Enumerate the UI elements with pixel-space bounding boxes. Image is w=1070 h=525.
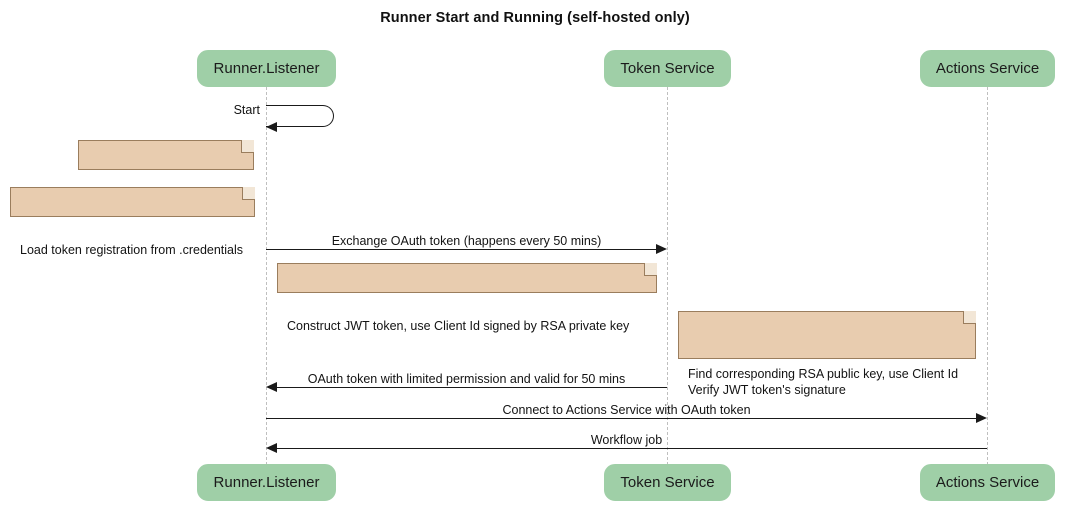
participant-token-top[interactable]: Token Service (604, 50, 731, 87)
message-exchange-oauth-arrowhead (656, 244, 667, 254)
participant-label: Token Service (620, 60, 715, 77)
participant-runner-bottom[interactable]: Runner.Listener (197, 464, 336, 501)
participant-label: Runner.Listener (213, 474, 320, 491)
note-load-config: Load config info from .runner (78, 140, 254, 210)
note-text: Load token registration from .credential… (20, 243, 244, 257)
participant-label: Runner.Listener (213, 60, 320, 77)
message-connect-actions-label: Connect to Actions Service with OAuth to… (502, 403, 751, 417)
message-start-label: Start (233, 103, 260, 117)
participant-label: Token Service (620, 474, 715, 491)
participant-actions-bottom[interactable]: Actions Service (920, 464, 1055, 501)
message-oauth-return-line (277, 387, 667, 388)
participant-actions-top[interactable]: Actions Service (920, 50, 1055, 87)
note-fold-icon (241, 140, 254, 153)
note-fold-icon (644, 263, 657, 276)
note-text: Construct JWT token, use Client Id signe… (287, 319, 630, 333)
note-fold-icon (242, 187, 255, 200)
participant-runner-top[interactable]: Runner.Listener (197, 50, 336, 87)
message-exchange-oauth-label: Exchange OAuth token (happens every 50 m… (331, 234, 602, 248)
participant-label: Actions Service (935, 60, 1040, 77)
note-verify-jwt: Find corresponding RSA public key, use C… (678, 311, 976, 397)
message-workflow-job-line (277, 448, 987, 449)
lifeline-runner (266, 87, 267, 465)
note-fold-icon (963, 311, 976, 324)
participant-label: Actions Service (935, 474, 1040, 491)
message-workflow-job-arrowhead (266, 443, 277, 453)
note-construct-jwt: Construct JWT token, use Client Id signe… (277, 263, 657, 333)
message-connect-actions-arrowhead (976, 413, 987, 423)
message-oauth-return-label: OAuth token with limited permission and … (307, 372, 626, 386)
message-oauth-return-arrowhead (266, 382, 277, 392)
lifeline-actions (987, 87, 988, 465)
message-workflow-job-label: Workflow job (590, 433, 663, 447)
message-start-arrowhead (266, 121, 277, 132)
participant-token-bottom[interactable]: Token Service (604, 464, 731, 501)
lifeline-token (667, 87, 668, 465)
diagram-title: Runner Start and Running (self-hosted on… (380, 10, 690, 26)
message-start-selfloop (266, 105, 334, 127)
note-load-token-registration: Load token registration from .credential… (10, 187, 255, 257)
message-exchange-oauth-line (266, 249, 656, 250)
note-text: Find corresponding RSA public key, use C… (688, 367, 959, 397)
message-connect-actions-line (266, 418, 976, 419)
